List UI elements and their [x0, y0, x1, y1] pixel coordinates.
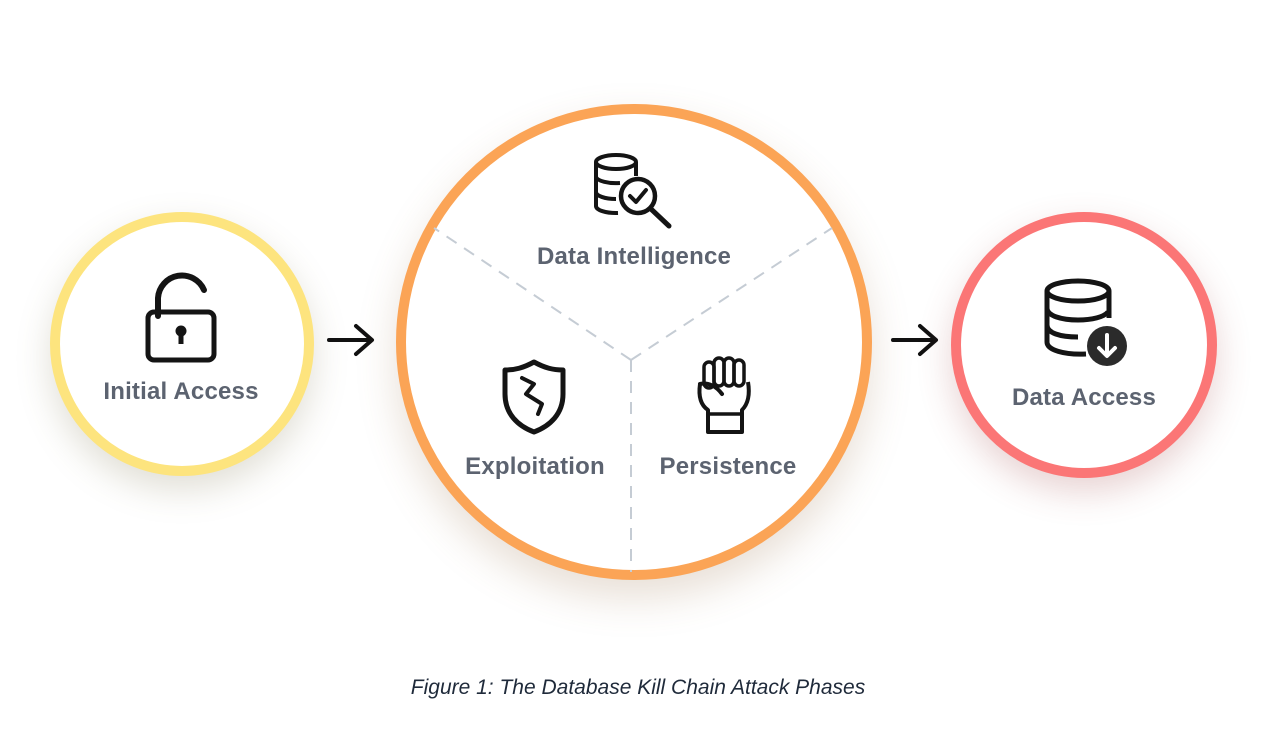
data-access-circle: [951, 212, 1217, 478]
arrow-right-icon: [327, 324, 374, 356]
phase-label-exploitation: Exploitation: [465, 453, 605, 480]
figure-caption: Figure 1: The Database Kill Chain Attack…: [410, 676, 866, 699]
database-search-icon: [594, 153, 672, 229]
phase-label-initial-access: Initial Access: [103, 378, 259, 405]
arrow-right-icon: [891, 324, 938, 356]
phase-label-data-access: Data Access: [1011, 384, 1157, 411]
raised-fist-icon: [697, 356, 751, 434]
initial-access-circle: [50, 212, 314, 476]
cracked-shield-icon: [502, 359, 566, 435]
unlocked-padlock-icon: [145, 272, 217, 363]
phase-label-data-intelligence: Data Intelligence: [536, 243, 732, 270]
database-download-icon: [1044, 278, 1127, 366]
phase-label-persistence: Persistence: [659, 453, 797, 480]
